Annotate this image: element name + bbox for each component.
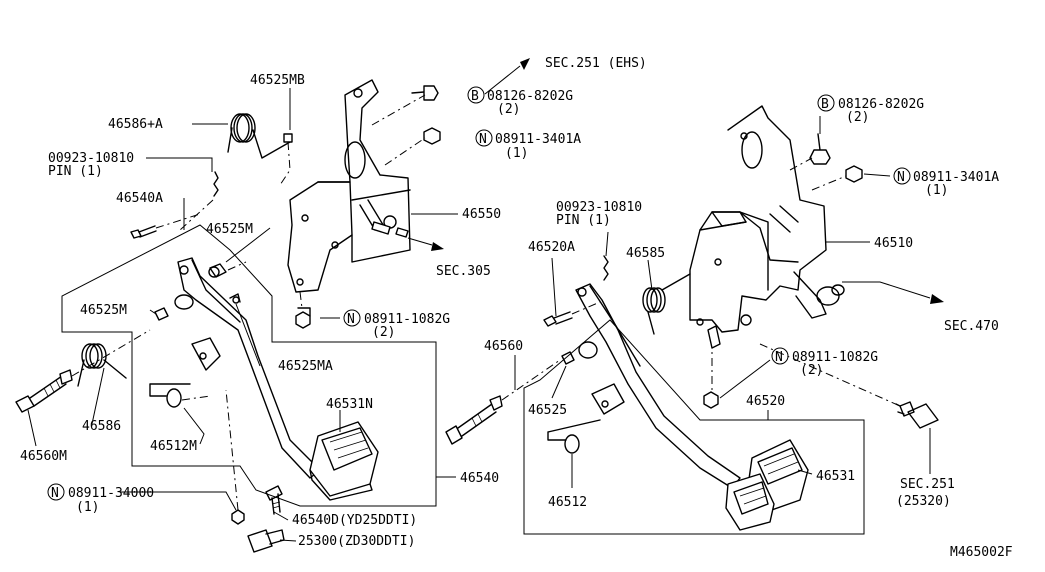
nut-08911-1082g-left bbox=[295, 307, 311, 329]
nut-symbol-letter-right-1: N bbox=[897, 170, 905, 185]
bush-46525mb bbox=[283, 133, 293, 143]
nut-08911-1082g-right bbox=[703, 391, 719, 409]
label-sec470: SEC.470 bbox=[944, 319, 999, 334]
label-46586a: 46586+A bbox=[108, 117, 163, 132]
label-46525mb: 46525MB bbox=[250, 73, 305, 88]
spring-46585 bbox=[642, 273, 691, 335]
label-08911-1082g-left: 08911-1082G bbox=[364, 312, 450, 327]
label-08126-qty-right: (2) bbox=[846, 110, 869, 125]
brake-pedal-lever-46520 bbox=[575, 283, 741, 489]
spring-46586 bbox=[77, 343, 127, 387]
label-08911-34000-qty: (1) bbox=[76, 500, 99, 515]
pin-00923-right bbox=[603, 255, 609, 281]
label-sec251-ehs: SEC.251 (EHS) bbox=[545, 56, 647, 71]
bolt-symbol-letter-left: B bbox=[471, 89, 479, 104]
bolt-46540d bbox=[265, 485, 283, 515]
label-46531n: 46531N bbox=[326, 397, 373, 412]
arrow-sec470 bbox=[842, 281, 944, 304]
label-08126-left: 08126-8202G bbox=[487, 89, 573, 104]
nut-symbol-right-2 bbox=[771, 347, 789, 365]
label-25300: 25300(ZD30DDTI) bbox=[298, 534, 415, 549]
label-08911-1082g-qty-right: (2) bbox=[800, 363, 823, 378]
label-46525: 46525 bbox=[528, 403, 567, 418]
pedal-pad-46531 bbox=[725, 439, 809, 531]
nut-symbol-letter-right-2: N bbox=[775, 350, 783, 365]
label-46550: 46550 bbox=[462, 207, 501, 222]
bush-46525ma bbox=[229, 293, 241, 304]
pedal-bracket-46550 bbox=[287, 79, 411, 293]
label-08911-3401a-left: 08911-3401A bbox=[495, 132, 581, 147]
bolt-symbol-letter-right: B bbox=[821, 97, 829, 112]
return-spring-46586a bbox=[227, 113, 291, 159]
label-sec305: SEC.305 bbox=[436, 264, 491, 279]
label-46560m: 46560M bbox=[20, 449, 67, 464]
label-46525ma: 46525MA bbox=[278, 359, 333, 374]
label-46512: 46512 bbox=[548, 495, 587, 510]
bolt-08126-right bbox=[809, 133, 831, 165]
connector-46550-bolt bbox=[371, 221, 409, 238]
label-08911-3401a-qty-left: (1) bbox=[505, 146, 528, 161]
nut-symbol-letter-left-3: N bbox=[51, 486, 59, 501]
label-diagram-id: M465002F bbox=[950, 545, 1013, 560]
label-08911-3401a-qty-right: (1) bbox=[925, 183, 948, 198]
pedal-bracket-46510 bbox=[689, 105, 845, 333]
label-46540a: 46540A bbox=[116, 191, 163, 206]
label-00923-left: 00923-10810 bbox=[48, 151, 134, 166]
clevis-pin-46560m bbox=[15, 369, 73, 413]
label-46520a: 46520A bbox=[528, 240, 575, 255]
label-46540d: 46540D(YD25DDTI) bbox=[292, 513, 417, 528]
clevis-pin-46560 bbox=[445, 395, 503, 445]
bush-46525m-upper bbox=[208, 263, 227, 278]
bolt-symbol-right bbox=[817, 94, 835, 112]
nut-symbol-right-1 bbox=[893, 167, 911, 185]
label-08911-3401a-right: 08911-3401A bbox=[913, 170, 999, 185]
label-46520: 46520 bbox=[746, 394, 785, 409]
pedal-pad-46531n bbox=[309, 421, 379, 501]
left-assembly-boundary bbox=[61, 224, 437, 507]
nut-08911-3401a-right bbox=[845, 165, 863, 183]
label-08911-34000: 08911-34000 bbox=[68, 486, 154, 501]
label-46510: 46510 bbox=[874, 236, 913, 251]
label-46540: 46540 bbox=[460, 471, 499, 486]
nut-symbol-left-1 bbox=[475, 129, 493, 147]
nut-symbol-letter-left-1: N bbox=[479, 132, 487, 147]
nut-08911-34000 bbox=[231, 509, 245, 525]
label-46531: 46531 bbox=[816, 469, 855, 484]
label-46586: 46586 bbox=[82, 419, 121, 434]
label-46525m-lower: 46525M bbox=[80, 303, 127, 318]
label-00923-right: 00923-10810 bbox=[556, 200, 642, 215]
label-08126-qty-left: (2) bbox=[497, 102, 520, 117]
bush-46525 bbox=[561, 351, 575, 365]
nut-symbol-left-2 bbox=[343, 309, 361, 327]
label-46525m-upper: 46525M bbox=[206, 222, 253, 237]
stud-right bbox=[707, 325, 721, 349]
stopper-46512m bbox=[149, 383, 191, 408]
label-pin1-right: PIN (1) bbox=[556, 213, 611, 228]
right-assembly-boundary bbox=[523, 319, 865, 535]
bush-46525m-lower bbox=[154, 307, 169, 321]
bolt-46540a bbox=[130, 225, 157, 239]
label-08126-right: 08126-8202G bbox=[838, 97, 924, 112]
switch-25300 bbox=[247, 529, 285, 553]
arrow-sec251-ehs bbox=[484, 58, 530, 95]
label-08911-1082g-right: 08911-1082G bbox=[792, 350, 878, 365]
label-46512m: 46512M bbox=[150, 439, 197, 454]
stop-lamp-switch bbox=[895, 401, 939, 429]
label-sec251: SEC.251 bbox=[900, 477, 955, 492]
nut-08911-3401a-left bbox=[423, 127, 441, 145]
stopper-46512 bbox=[547, 419, 601, 454]
arrow-sec305 bbox=[407, 237, 444, 251]
label-sec251-sub: (25320) bbox=[896, 494, 951, 509]
label-08911-1082g-qty-left: (2) bbox=[372, 325, 395, 340]
label-pin1-left: PIN (1) bbox=[48, 164, 103, 179]
nut-symbol-letter-left-2: N bbox=[347, 312, 355, 327]
label-46560: 46560 bbox=[484, 339, 523, 354]
bolt-08126-left bbox=[411, 85, 439, 101]
pin-00923-left bbox=[213, 171, 219, 197]
bolt-46520a bbox=[543, 311, 573, 327]
label-46585: 46585 bbox=[626, 246, 665, 261]
bolt-symbol-left bbox=[467, 86, 485, 104]
nut-symbol-left-3 bbox=[47, 483, 65, 501]
